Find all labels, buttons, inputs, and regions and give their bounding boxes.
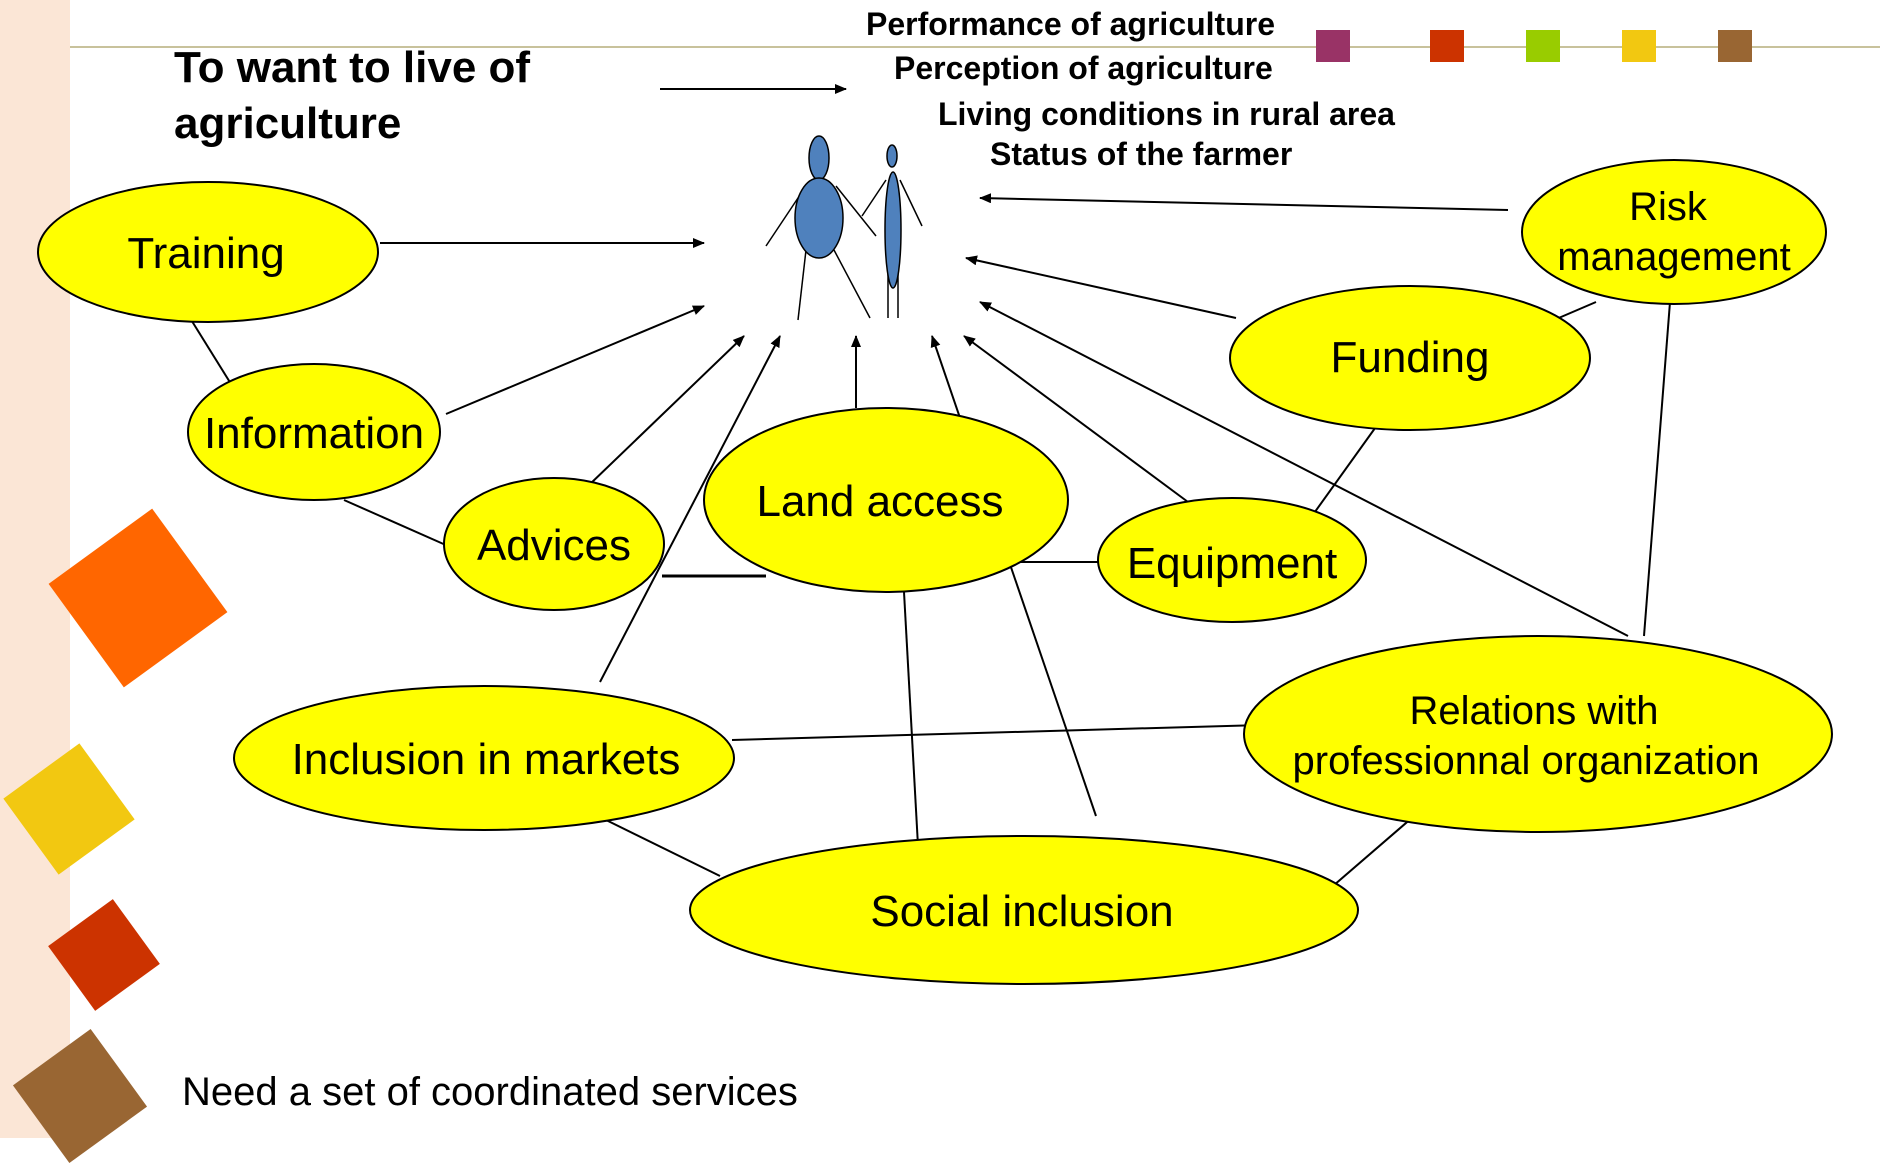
link-inclusion-relations [731,723,1297,741]
link-funding-risk [1553,301,1597,321]
node-funding: Funding [1229,285,1591,431]
square-brown [1718,30,1752,62]
node-equipment-label: Equipment [1127,539,1337,588]
arrow-inclusion-markets [599,335,781,683]
node-risk-management: Risk management [1521,159,1827,305]
figure-large-body [794,177,844,259]
node-advices-label: Advices [477,521,631,570]
node-inclusion-markets-label: Inclusion in markets [292,735,681,784]
node-information: Information [187,363,441,501]
arrow-relations [979,301,1629,637]
node-land-access: Land access [703,407,1069,593]
square-magenta [1316,30,1350,62]
node-relations-label-line2: professionnal organization [1293,739,1760,783]
node-training-label: Training [127,229,284,278]
arrow-risk [979,193,1509,211]
footer-text: Need a set of coordinated services [182,1070,798,1114]
node-training: Training [37,181,379,323]
node-social-inclusion: Social inclusion [689,835,1359,985]
diagram-canvas: Training Information Advices Land access… [37,84,1833,985]
header-line-status: Status of the farmer [990,136,1293,172]
header-line-perception: Perception of agriculture [894,50,1273,86]
figure-large-head [808,135,830,181]
link-training-information [189,317,237,393]
node-equipment: Equipment [1097,497,1367,623]
square-green [1526,30,1560,62]
node-land-access-label: Land access [756,477,1003,526]
node-risk-label-line2: management [1557,235,1790,279]
node-relations-label-line1: Relations with [1409,689,1658,733]
node-social-inclusion-label: Social inclusion [870,887,1173,936]
page-title: To want to live of agriculture [174,43,531,148]
square-red [1430,30,1464,62]
node-funding-label: Funding [1330,333,1489,382]
header-line-living: Living conditions in rural area [938,96,1395,132]
arrow-funding [965,255,1237,319]
arrow-equipment [963,335,1189,503]
node-relations: Relations with professionnal organizatio… [1243,635,1833,833]
figure-small-body [884,171,902,289]
arrow-advices [587,335,745,487]
link-information-advices [343,499,449,547]
farmer-figures [765,135,923,321]
node-advices: Advices [443,477,665,611]
link-inclusion-social [601,817,721,877]
node-information-label: Information [204,409,424,458]
top-rule-line [70,46,1880,48]
arrow-information [445,305,705,415]
link-risk-relations [1643,301,1671,637]
node-inclusion-markets: Inclusion in markets [233,685,735,831]
link-landaccess-social [903,591,919,847]
figure-small-head [886,144,898,168]
header-line-performance: Performance of agriculture [866,6,1275,42]
node-risk-label-line1: Risk [1629,185,1708,229]
square-yellow [1622,30,1656,62]
